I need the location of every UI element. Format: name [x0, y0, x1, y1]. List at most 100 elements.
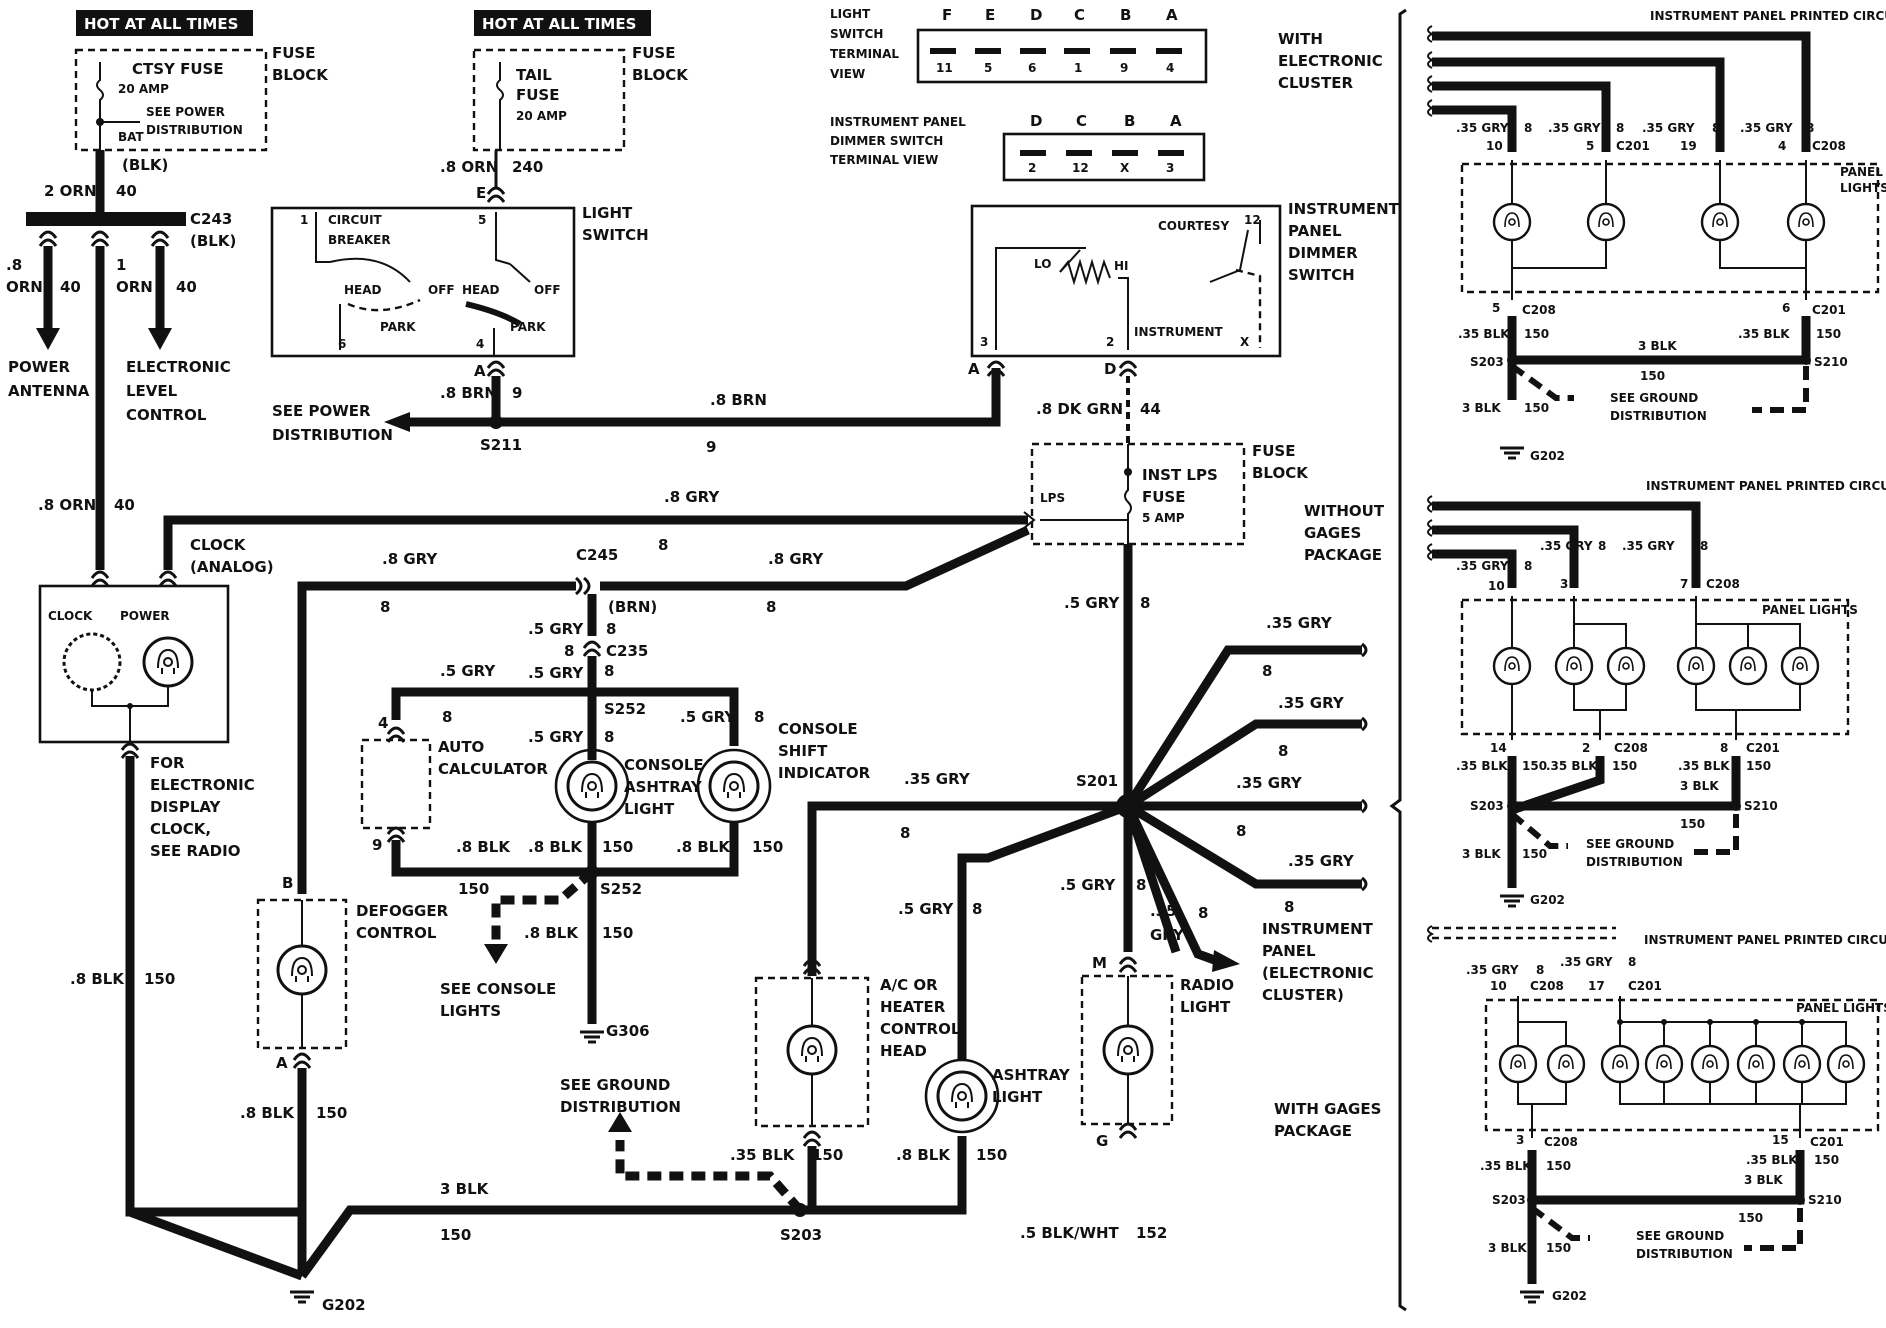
junction-dot [1124, 468, 1132, 476]
connector-icon [386, 726, 406, 744]
terminal-letter: A [1170, 112, 1182, 130]
electronic-level-control-label: ELECTRONIC [126, 358, 231, 376]
wire-label: 240 [512, 158, 543, 176]
with-electronic-cluster-label-2: ELECTRONIC [1278, 52, 1383, 70]
wire-label: 2 ORN [44, 182, 97, 200]
ground-g306-icon [578, 1030, 606, 1044]
connector-icon [1118, 956, 1138, 974]
wire-brn-to-dimmer [410, 368, 1001, 427]
connector-icon [386, 826, 406, 844]
tail-fuse-symbol [496, 62, 504, 150]
power-antenna-label-2: ANTENNA [8, 382, 90, 400]
wire-label: 9 [706, 438, 716, 456]
wire-label: 150 [1680, 817, 1705, 831]
inset-wire-dashed [1432, 926, 1616, 940]
circuit-breaker-label-2: BREAKER [328, 233, 391, 247]
wire-label: .35 BLK [1738, 327, 1790, 341]
fuse-block-tail [472, 48, 626, 152]
see-power-dist-label-2: DISTRIBUTION [272, 426, 393, 444]
courtesy-contact [1209, 229, 1249, 283]
wire-label: 152 [1136, 1224, 1167, 1242]
junction-dot [1661, 1019, 1667, 1025]
wire-label: 8 [1262, 662, 1272, 680]
wire-label: 8 [1198, 904, 1208, 922]
wire-label: .5 GRY [1064, 594, 1120, 612]
section-divider [1389, 8, 1407, 1312]
connector-symbol [90, 230, 110, 248]
light-switch-label: LIGHT [582, 204, 633, 222]
wire-label: .8 GRY [664, 488, 720, 506]
switch-contact [495, 212, 511, 265]
without-gages-label: WITHOUT [1304, 502, 1385, 520]
radio-light-label-2: LIGHT [1180, 998, 1231, 1016]
g202-label: G202 [1530, 893, 1565, 907]
ground-icon [1518, 1290, 1546, 1304]
wire-label: .35 BLK [1480, 1159, 1532, 1173]
connector-symbol [150, 230, 170, 248]
pin-label: A [968, 360, 980, 378]
with-electronic-cluster-label: WITH [1278, 30, 1323, 48]
connector-c243-bar [26, 212, 186, 226]
pin-label: 3 [1560, 577, 1568, 591]
panel-lamp-icon [1786, 202, 1826, 242]
console-ashtray-label: CONSOLE [624, 756, 704, 774]
lps-label: LPS [1040, 491, 1065, 505]
c208-label: C208 [1706, 577, 1740, 591]
radio-lamp-icon [1102, 1024, 1154, 1076]
wire-label: 8 [1136, 876, 1146, 894]
electronic-level-control-label-2: LEVEL [126, 382, 178, 400]
wire-label: .35 GRY [904, 770, 971, 788]
s211-label: S211 [480, 436, 522, 454]
wire-label: 8 [1140, 594, 1150, 612]
electronic-clock-label-5: SEE RADIO [150, 842, 240, 860]
pin-label: 9 [372, 836, 382, 854]
s203-label: S203 [1492, 1193, 1526, 1207]
inst-lps-fuse-label-2: FUSE [1142, 488, 1185, 506]
arrow-left-icon [384, 412, 410, 432]
ctsy-fuse-label: CTSY FUSE [132, 60, 224, 78]
pin-label: D [1104, 360, 1116, 378]
panel-lights-label: PANEL LIGHTS [1796, 1001, 1886, 1015]
wire-label: .35 GRY [1622, 539, 1675, 553]
pin-label: 6 [338, 337, 346, 351]
c243-label: C243 [190, 210, 232, 228]
wire-blk-ashtray [800, 1136, 967, 1215]
terminal-letter: A [1166, 6, 1178, 24]
wire-gry-ashtray [957, 801, 1130, 1060]
off-label-2: OFF [534, 283, 561, 297]
terminal-letter: D [1030, 6, 1042, 24]
fuse-block-label-3: FUSE [632, 44, 675, 62]
wire-label: 8 [1628, 955, 1636, 969]
rheostat-icon [1059, 258, 1111, 286]
terminal-view-label-2: SWITCH [830, 27, 883, 41]
wire-blk-clock-g202 [128, 1207, 304, 1281]
inset-ground-dist-wire [1510, 811, 1739, 855]
wire-blk-console-lights [491, 868, 595, 940]
wire-label: .35 GRY [1278, 694, 1345, 712]
panel-lamp-lead [1517, 996, 1847, 1138]
panel-lamp-icon [1586, 202, 1626, 242]
wire-label: .5 GRY [898, 900, 954, 918]
panel-lights-label: PANEL LIGHTS [1762, 603, 1858, 617]
park-contact [465, 301, 522, 327]
wire-label: .35 BLK [730, 1146, 796, 1164]
connector-d-icon [1118, 360, 1138, 378]
terminal-number: X [1120, 161, 1130, 175]
see-ground-label: SEE GROUND [560, 1076, 670, 1094]
wire-label: 3 BLK [1680, 779, 1719, 793]
connector-icon [120, 742, 140, 760]
electronic-clock-label: FOR [150, 754, 185, 772]
dimmer-lead [1118, 277, 1129, 350]
tail-fuse-label-2: FUSE [516, 86, 559, 104]
panel-lamp-icon [1492, 646, 1532, 686]
defogger-label: DEFOGGER [356, 902, 449, 920]
pin-label: 10 [1486, 139, 1503, 153]
panel-lamp-icon [1498, 1044, 1538, 1084]
wire-label: 8 [606, 620, 616, 638]
wire-gry-ac [807, 801, 1128, 976]
wire-label: 150 [1816, 327, 1841, 341]
s201-label: S201 [1076, 772, 1118, 790]
fuse-block-label-2: BLOCK [272, 66, 329, 84]
wire-label: 150 [1546, 1159, 1571, 1173]
radio-light-label: RADIO [1180, 976, 1234, 994]
